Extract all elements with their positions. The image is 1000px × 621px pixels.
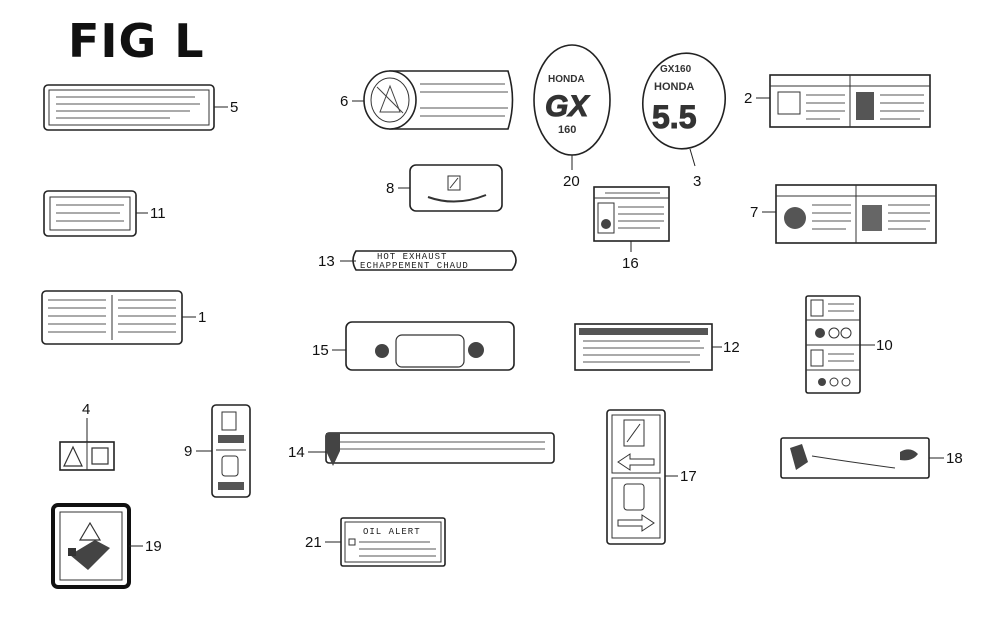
callout-21: 21	[305, 534, 322, 551]
label-4: 4	[59, 401, 115, 471]
hand-hazard-icon	[70, 540, 110, 570]
emblem-20-sub: 160	[558, 124, 576, 136]
emblem-3: GX160 HONDA 5.5 3	[641, 52, 727, 190]
label-17: 17	[606, 409, 697, 545]
label-8: 8	[386, 164, 503, 212]
callout-6: 6	[340, 93, 348, 110]
warning-triangle-icon	[78, 521, 102, 541]
callout-10: 10	[876, 337, 893, 354]
callout-14: 14	[288, 444, 305, 461]
echappement-chaud-text: ECHAPPEMENT CHAUD	[360, 261, 469, 271]
callout-13: 13	[318, 253, 335, 270]
callout-20: 20	[563, 173, 580, 190]
label-18: 18	[780, 437, 963, 479]
hot-exhaust-text: HOT EXHAUST	[377, 252, 447, 262]
fuel-can-icon	[221, 455, 239, 477]
label-19: 19	[51, 503, 162, 589]
label-15: 15	[312, 321, 515, 371]
label-14: 14	[288, 432, 555, 466]
label-21: OIL ALERT 21	[305, 517, 446, 567]
callout-3: 3	[693, 173, 701, 190]
callout-12: 12	[723, 339, 740, 356]
round-indicator-icon	[468, 342, 484, 358]
manual-book-icon	[777, 91, 801, 115]
label-13: HOT EXHAUST ECHAPPEMENT CHAUD 13	[318, 250, 517, 271]
emblem-20: HONDA GX 160 20	[533, 44, 611, 190]
callout-5: 5	[230, 99, 238, 116]
label-11: 11	[43, 190, 166, 237]
callout-11: 11	[150, 205, 166, 222]
emblem-20-brand: HONDA	[548, 74, 585, 85]
hazard-icon	[784, 207, 806, 229]
callout-7: 7	[750, 204, 758, 221]
label-5: 5	[43, 84, 238, 131]
arrow-left-icon	[617, 453, 655, 471]
callout-1: 1	[198, 309, 206, 326]
label-2: 2	[744, 74, 931, 128]
fuel-can-icon	[623, 483, 645, 511]
callout-17: 17	[680, 468, 697, 485]
label-16: 16	[593, 186, 670, 272]
label-6: 6	[340, 70, 514, 130]
oil-alert-text: OIL ALERT	[363, 527, 421, 537]
label-9: 9	[184, 404, 251, 498]
callout-15: 15	[312, 342, 329, 359]
manual-book-icon	[91, 447, 109, 465]
emblem-3-top: GX160	[660, 64, 692, 75]
label-10: 10	[805, 295, 893, 394]
round-indicator-icon	[375, 344, 389, 358]
choke-icon	[790, 444, 808, 470]
arrow-right-icon	[617, 514, 655, 532]
callout-19: 19	[145, 538, 162, 555]
emblem-3-brand: HONDA	[654, 81, 694, 93]
rabbit-icon	[900, 449, 918, 461]
callout-18: 18	[946, 450, 963, 467]
label-7: 7	[750, 184, 937, 244]
callout-16: 16	[622, 255, 639, 272]
arrow-down-icon	[326, 451, 340, 466]
callout-9: 9	[184, 443, 192, 460]
emblem-3-model: 5.5	[652, 99, 696, 135]
no-fire-icon	[370, 77, 410, 123]
label-12: 12	[574, 323, 740, 371]
callout-4: 4	[82, 401, 90, 418]
emblem-20-model: GX	[545, 90, 590, 123]
callout-8: 8	[386, 180, 394, 197]
callout-2: 2	[744, 90, 752, 107]
figure-title: FIG L	[68, 14, 205, 68]
label-1: 1	[41, 290, 206, 345]
warning-triangle-icon	[63, 445, 83, 467]
